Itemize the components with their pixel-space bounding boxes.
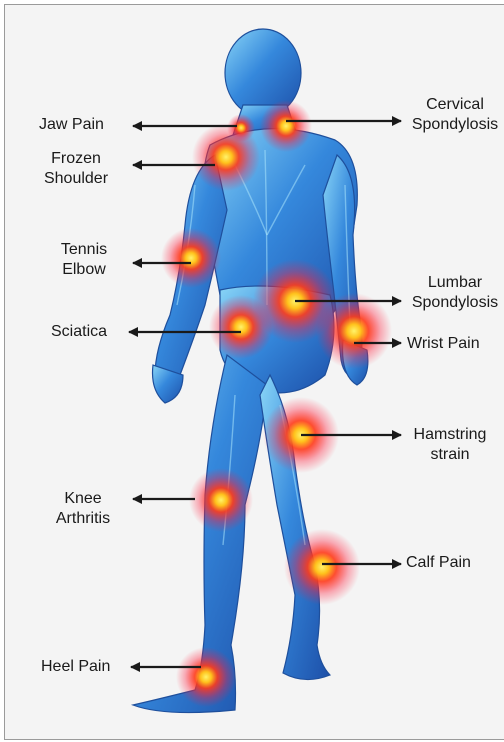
pain-spot-cervical <box>260 100 312 152</box>
label-hamstring-line1: Hamstring <box>405 425 495 445</box>
label-hamstring-line2: strain <box>405 445 495 465</box>
label-heel-pain: Heel Pain <box>41 657 110 677</box>
label-frozen-shoulder: Frozen Shoulder <box>37 149 115 189</box>
label-lumbar-line2: Spondylosis <box>407 293 503 313</box>
label-cervical-spondylosis: Cervical Spondylosis <box>407 95 503 135</box>
label-frozen-line2: Shoulder <box>37 169 115 189</box>
label-calf-pain: Calf Pain <box>406 553 471 573</box>
pain-spot-knee <box>189 468 253 532</box>
label-cervical-line1: Cervical <box>407 95 503 115</box>
diagram-frame: Jaw Pain Frozen Shoulder Tennis Elbow Sc… <box>4 4 504 740</box>
label-tennis-line1: Tennis <box>49 240 119 260</box>
pain-spot-shoulder <box>192 123 260 191</box>
pain-spot-heel <box>176 647 236 707</box>
label-frozen-line1: Frozen <box>37 149 115 169</box>
pain-spot-elbow <box>161 228 221 288</box>
label-knee-arthritis: Knee Arthritis <box>45 489 121 529</box>
label-tennis-line2: Elbow <box>49 260 119 280</box>
label-hamstring-strain: Hamstring strain <box>405 425 495 465</box>
pain-spot-calf <box>284 529 360 605</box>
label-sciatica: Sciatica <box>51 322 107 342</box>
label-knee-line2: Arthritis <box>45 509 121 529</box>
label-wrist-pain: Wrist Pain <box>407 334 480 354</box>
label-cervical-line2: Spondylosis <box>407 115 503 135</box>
pain-spot-sciatica <box>209 295 273 359</box>
label-tennis-elbow: Tennis Elbow <box>49 240 119 280</box>
pain-spot-wrist <box>316 293 392 369</box>
label-knee-line1: Knee <box>45 489 121 509</box>
label-lumbar-spondylosis: Lumbar Spondylosis <box>407 273 503 313</box>
label-lumbar-line1: Lumbar <box>407 273 503 293</box>
label-jaw-pain: Jaw Pain <box>39 115 104 135</box>
